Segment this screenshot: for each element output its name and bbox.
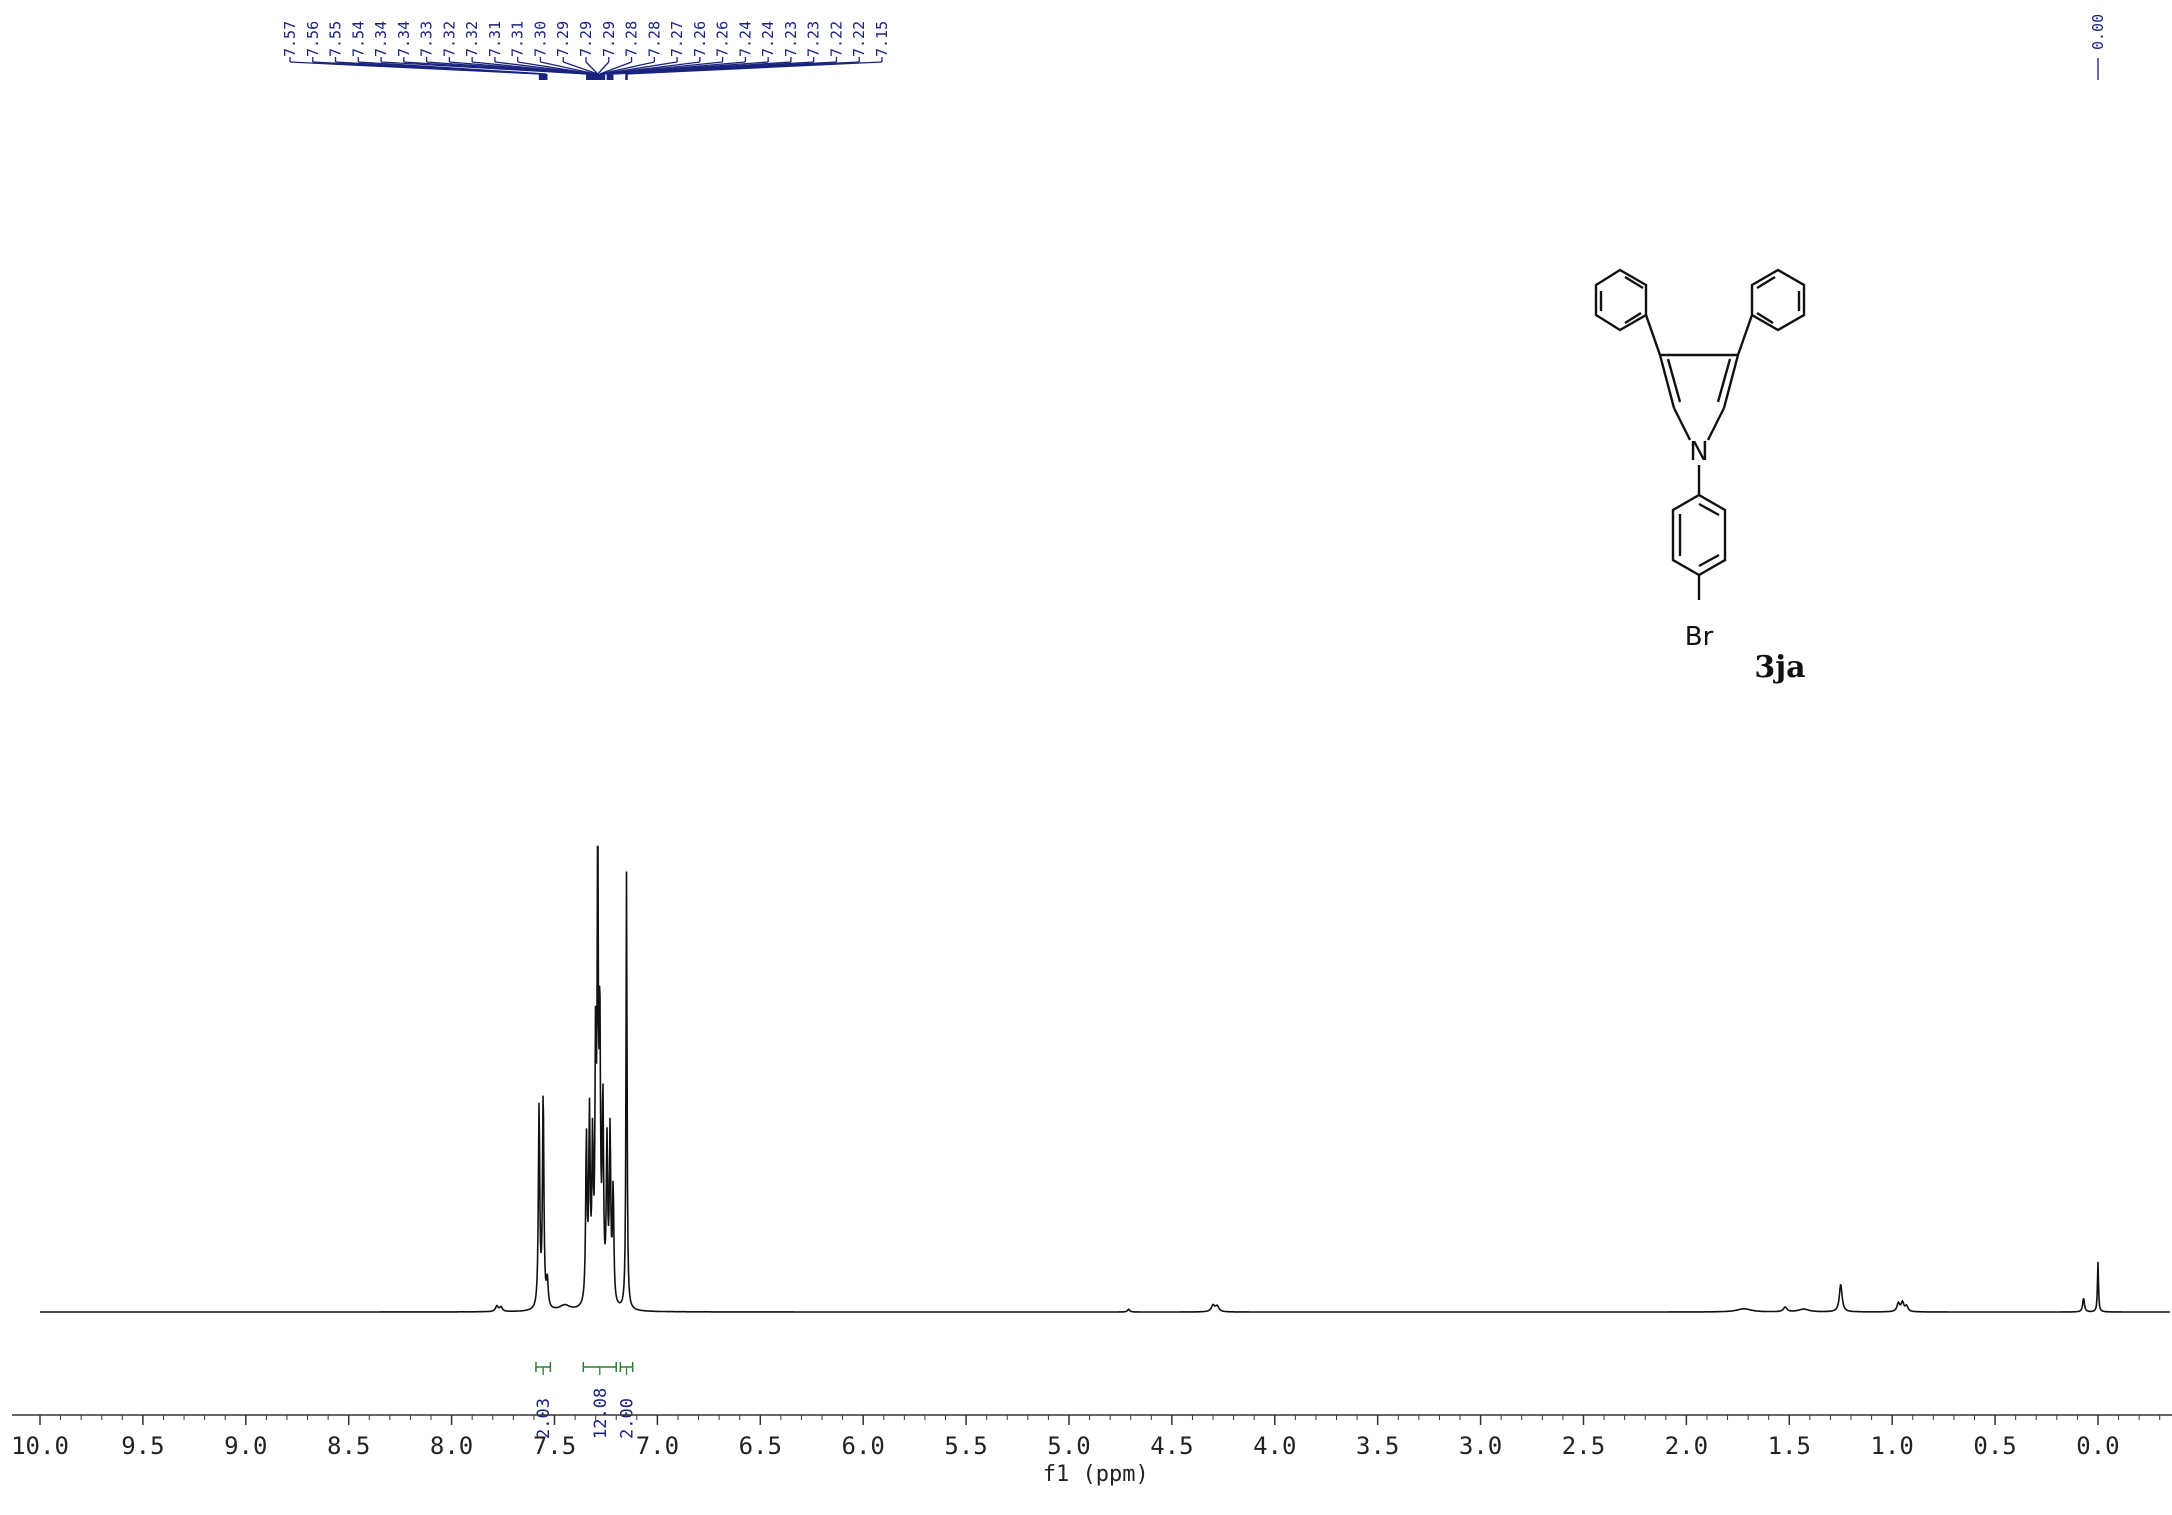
peak-label: 7.32 (463, 21, 481, 57)
bond-phenyl-right-to-pyrrole (1736, 314, 1754, 356)
peak-label: 7.24 (736, 21, 754, 57)
peak-label: 7.29 (577, 21, 595, 57)
pyrrole-bond-c5-n (1706, 407, 1726, 441)
x-tick-label: 10.0 (11, 1432, 69, 1460)
x-tick-label: 7.0 (636, 1432, 679, 1460)
peak-label: 7.29 (600, 21, 618, 57)
molecule-structure (1594, 268, 1806, 600)
peak-label: 0.00 (2089, 14, 2107, 50)
integral-value: 12.08 (591, 1388, 611, 1439)
peak-label: 7.15 (873, 21, 891, 57)
peak-label: 7.55 (327, 21, 345, 57)
peak-label: 7.33 (418, 21, 436, 57)
atom-br: Br (1685, 622, 1714, 652)
x-axis-title: f1 (ppm) (1043, 1462, 1149, 1487)
x-tick-label: 9.0 (224, 1432, 267, 1460)
x-tick-label: 7.5 (533, 1432, 576, 1460)
phenyl-right-double-bond-3 (1756, 311, 1774, 325)
peak-label-leader (599, 61, 632, 75)
spectrum-trace (40, 845, 2170, 1313)
phenyl-ring-left (1594, 268, 1648, 332)
x-tick-label: 4.0 (1253, 1432, 1296, 1460)
peak-label: 7.26 (691, 21, 709, 57)
peak-label-leader (540, 61, 596, 75)
atom-n: N (1689, 437, 1708, 467)
x-tick-label: 2.5 (1562, 1432, 1605, 1460)
x-tick-label: 3.0 (1459, 1432, 1502, 1460)
x-tick-label: 6.0 (842, 1432, 885, 1460)
peak-label: 7.23 (805, 21, 823, 57)
pyrrole-bond-c2-n (1672, 407, 1692, 441)
peak-label: 7.32 (440, 21, 458, 57)
peak-label: 7.54 (349, 21, 367, 57)
phenyl-right-double-bond-1 (1756, 275, 1776, 290)
x-tick-label: 0.0 (2076, 1432, 2119, 1460)
x-tick-label: 6.5 (739, 1432, 782, 1460)
bond-phenyl-left-to-pyrrole (1644, 314, 1662, 356)
peak-label-leader (599, 61, 655, 75)
compound-label: 3ja (1754, 650, 1805, 685)
peak-label: 7.28 (623, 21, 641, 57)
bromophenyl-double-bond-3 (1698, 502, 1720, 517)
x-tick-label: 4.5 (1150, 1432, 1193, 1460)
peak-label: 7.34 (395, 21, 413, 57)
pyrrole-bond-c3-c2 (1658, 354, 1676, 409)
pyrrole-double-c4-c5 (1716, 358, 1732, 403)
integral-value: 2.00 (618, 1398, 638, 1439)
x-tick-label: 1.0 (1870, 1432, 1913, 1460)
peak-label-leader (563, 61, 598, 75)
peak-label: 7.23 (782, 21, 800, 57)
peak-label-leader (472, 61, 592, 75)
x-tick-label: 5.0 (1047, 1432, 1090, 1460)
x-tick-label: 8.5 (327, 1432, 370, 1460)
x-tick-label: 3.5 (1356, 1432, 1399, 1460)
peak-label-leader (612, 61, 860, 75)
peak-label: 7.29 (554, 21, 572, 57)
x-tick-label: 0.5 (1973, 1432, 2016, 1460)
peak-label: 7.57 (281, 21, 299, 57)
peak-label: 7.56 (304, 21, 322, 57)
phenyl-left-double-bond-3 (1624, 311, 1642, 325)
peak-label-leader (597, 61, 610, 75)
peak-label-leader (358, 61, 547, 75)
phenyl-left-double-bond-1 (1624, 275, 1644, 290)
peak-label: 7.34 (372, 21, 390, 57)
x-tick-label: 5.5 (944, 1432, 987, 1460)
pyrrole-bond-c4-c5 (1722, 354, 1740, 409)
peak-label: 7.22 (827, 21, 845, 57)
peak-label: 7.27 (668, 21, 686, 57)
x-tick-label: 8.0 (430, 1432, 473, 1460)
peak-label-leader (626, 61, 883, 75)
peak-label: 7.24 (759, 21, 777, 57)
pyrrole-double-c3-c2 (1666, 358, 1682, 403)
x-tick-label: 9.5 (121, 1432, 164, 1460)
peak-label-leader (517, 61, 594, 75)
phenyl-ring-right (1750, 268, 1806, 332)
integral-value: 2.03 (534, 1398, 554, 1439)
x-tick-label: 1.5 (1768, 1432, 1811, 1460)
bromophenyl-double-bond-2 (1698, 553, 1720, 568)
x-axis-ticks: 10.0 9.5 9.0 8.5 8.0 7.5 7.0 6.5 6.0 5.5 5.0 4.5 4.0… (11, 1415, 2161, 1460)
peak-label-leader (601, 61, 678, 75)
peak-label-leader (585, 61, 599, 75)
integral-group: 2.03 12.08 2.00 (534, 1362, 638, 1439)
peak-label: 7.31 (486, 21, 504, 57)
peak-label: 7.28 (645, 21, 663, 57)
peak-label: 7.30 (531, 21, 549, 57)
peak-label: 7.22 (850, 21, 868, 57)
peak-label: 7.26 (714, 21, 732, 57)
peak-label-tms: 0.00 (2089, 14, 2107, 80)
x-tick-label: 2.0 (1665, 1432, 1708, 1460)
peak-label: 7.31 (509, 21, 527, 57)
